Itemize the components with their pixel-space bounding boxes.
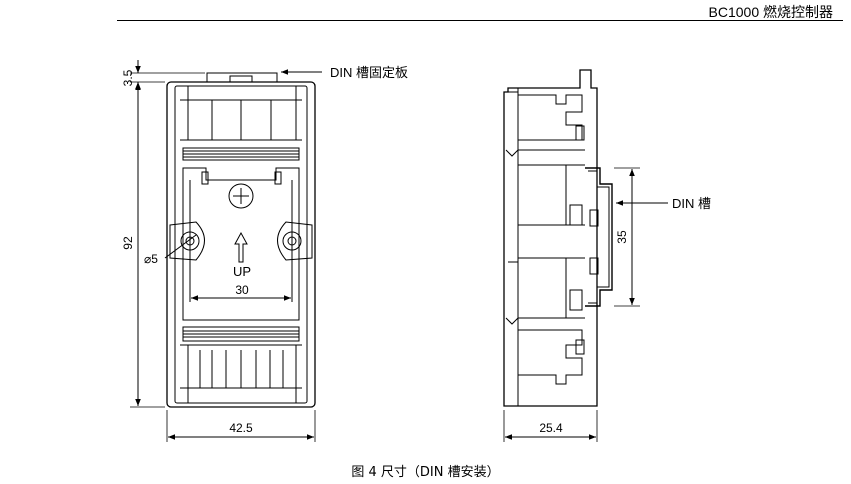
callout-din-rail: DIN 槽 [672,196,711,211]
dim-rail: 35 [615,230,629,244]
dim-hole-spacing: 30 [235,283,249,297]
dim-hole: ⌀5 [144,252,158,266]
header-title: BC1000 燃烧控制器 [708,4,833,20]
figure-caption: 图 4 尺寸（DIN 槽安装） [351,465,500,480]
dim-height: 92 [121,236,135,250]
dim-top: 3.5 [121,69,135,86]
header-rule [117,20,843,21]
front-view [130,60,322,442]
up-label: UP [233,264,251,279]
side-view [503,69,668,442]
dim-depth: 25.4 [539,421,563,435]
callout-din-plate: DIN 槽固定板 [330,65,408,80]
dim-width: 42.5 [229,421,253,435]
